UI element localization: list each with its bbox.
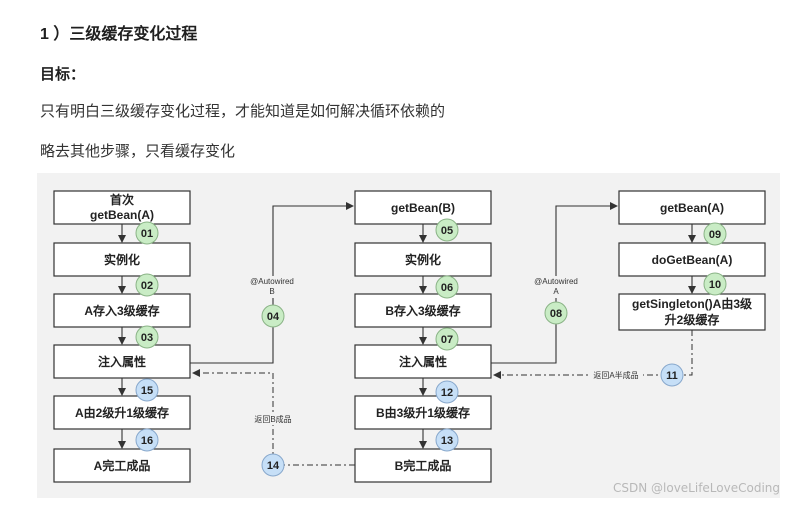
box-c-getsingleton-line2: 升2级缓存 bbox=[665, 312, 720, 327]
column-b: getBean(B) 实例化 B存入3级缓存 注入属性 B由3级升1级缓存 B完… bbox=[354, 190, 492, 483]
box-b-instantiate-label: 实例化 bbox=[405, 252, 441, 267]
step-08 bbox=[544, 301, 568, 325]
box-a-inject bbox=[53, 344, 191, 379]
step-01 bbox=[135, 221, 159, 245]
step-09-label: 09 bbox=[709, 229, 721, 241]
label-autowired-b-2: B bbox=[269, 287, 274, 296]
step-16-label: 16 bbox=[141, 435, 153, 447]
step-16 bbox=[135, 428, 159, 452]
step-10 bbox=[703, 272, 727, 296]
step-05 bbox=[435, 218, 459, 242]
flow-diagram-svg: 首次 getBean(A) 实例化 A存入3级缓存 注入属性 A由2级升1级缓存… bbox=[53, 190, 766, 483]
box-a-cache3-label: A存入3级缓存 bbox=[84, 303, 159, 318]
label-return-b: 返回B成品 bbox=[254, 414, 291, 424]
cache-flow-diagram: 首次 getBean(A) 实例化 A存入3级缓存 注入属性 A由2级升1级缓存… bbox=[37, 173, 780, 498]
paragraph-goal: 只有明白三级缓存变化过程，才能知道是如何解决循环依赖的 bbox=[40, 103, 446, 120]
step-02 bbox=[135, 273, 159, 297]
box-b-promote bbox=[354, 395, 492, 430]
column-a: 首次 getBean(A) 实例化 A存入3级缓存 注入属性 A由2级升1级缓存… bbox=[53, 190, 191, 483]
step-05-label: 05 bbox=[441, 225, 453, 237]
step-15-label: 15 bbox=[141, 385, 153, 397]
label-autowired-b-1: @Autowired bbox=[250, 277, 294, 286]
label-autowired-a-1: @Autowired bbox=[534, 277, 578, 286]
box-a-instantiate-label: 实例化 bbox=[104, 252, 140, 267]
box-c-getsingleton-line1: getSingleton()A由3级 bbox=[632, 296, 752, 311]
step-03-label: 03 bbox=[141, 332, 153, 344]
step-14-label: 14 bbox=[267, 460, 280, 472]
step-circles: 01 02 03 04 05 06 07 08 09 10 11 12 13 bbox=[135, 218, 727, 477]
box-a-done bbox=[53, 448, 191, 483]
step-11-label: 11 bbox=[666, 370, 678, 382]
step-12 bbox=[435, 380, 459, 404]
box-a-inject-label: 注入属性 bbox=[98, 354, 146, 369]
box-b-done-label: B完工成品 bbox=[395, 458, 452, 473]
step-03 bbox=[135, 325, 159, 349]
box-b-getbean-label: getBean(B) bbox=[391, 201, 455, 215]
step-10-label: 10 bbox=[709, 279, 721, 291]
box-b-inject-label: 注入属性 bbox=[399, 354, 447, 369]
box-c-dogetbean bbox=[618, 242, 766, 277]
box-a-getbean-line1: 首次 bbox=[110, 192, 134, 207]
box-a-getbean-line2: getBean(A) bbox=[90, 208, 154, 222]
step-04-label: 04 bbox=[267, 311, 280, 323]
step-07-label: 07 bbox=[441, 334, 453, 346]
step-09 bbox=[703, 222, 727, 246]
step-13-label: 13 bbox=[441, 435, 453, 447]
label-return-a: 返回A半成品 bbox=[593, 370, 638, 380]
step-06 bbox=[435, 275, 459, 299]
goal-label: 目标： bbox=[40, 66, 86, 83]
step-12-label: 12 bbox=[441, 387, 453, 399]
box-b-done bbox=[354, 448, 492, 483]
label-autowired-a-2: A bbox=[553, 287, 559, 296]
box-a-getbean bbox=[53, 190, 191, 225]
box-b-cache3-label: B存入3级缓存 bbox=[385, 303, 460, 318]
box-c-getbean bbox=[618, 190, 766, 225]
step-15 bbox=[135, 378, 159, 402]
paragraph-note: 略去其他步骤，只看缓存变化 bbox=[40, 143, 236, 160]
step-04 bbox=[261, 304, 285, 328]
box-c-getbean-label: getBean(A) bbox=[660, 201, 724, 215]
box-b-cache3 bbox=[354, 293, 492, 328]
box-c-getsingleton bbox=[618, 293, 766, 331]
section-heading: 1 ）三级缓存变化过程 bbox=[40, 26, 198, 43]
step-07 bbox=[435, 327, 459, 351]
box-b-promote-label: B由3级升1级缓存 bbox=[376, 405, 470, 420]
box-a-done-label: A完工成品 bbox=[94, 458, 151, 473]
step-01-label: 01 bbox=[141, 228, 153, 240]
watermark: CSDN @loveLifeLoveCoding bbox=[612, 481, 780, 495]
box-a-promote bbox=[53, 395, 191, 430]
step-13 bbox=[435, 428, 459, 452]
step-02-label: 02 bbox=[141, 280, 153, 292]
box-a-cache3 bbox=[53, 293, 191, 328]
step-08-label: 08 bbox=[550, 308, 562, 320]
box-a-promote-label: A由2级升1级缓存 bbox=[75, 405, 169, 420]
box-a-instantiate bbox=[53, 242, 191, 277]
step-06-label: 06 bbox=[441, 282, 453, 294]
box-c-dogetbean-label: doGetBean(A) bbox=[652, 253, 733, 267]
column-c: getBean(A) doGetBean(A) getSingleton()A由… bbox=[618, 190, 766, 331]
step-11 bbox=[660, 363, 684, 387]
box-b-instantiate bbox=[354, 242, 492, 277]
step-14 bbox=[261, 453, 285, 477]
